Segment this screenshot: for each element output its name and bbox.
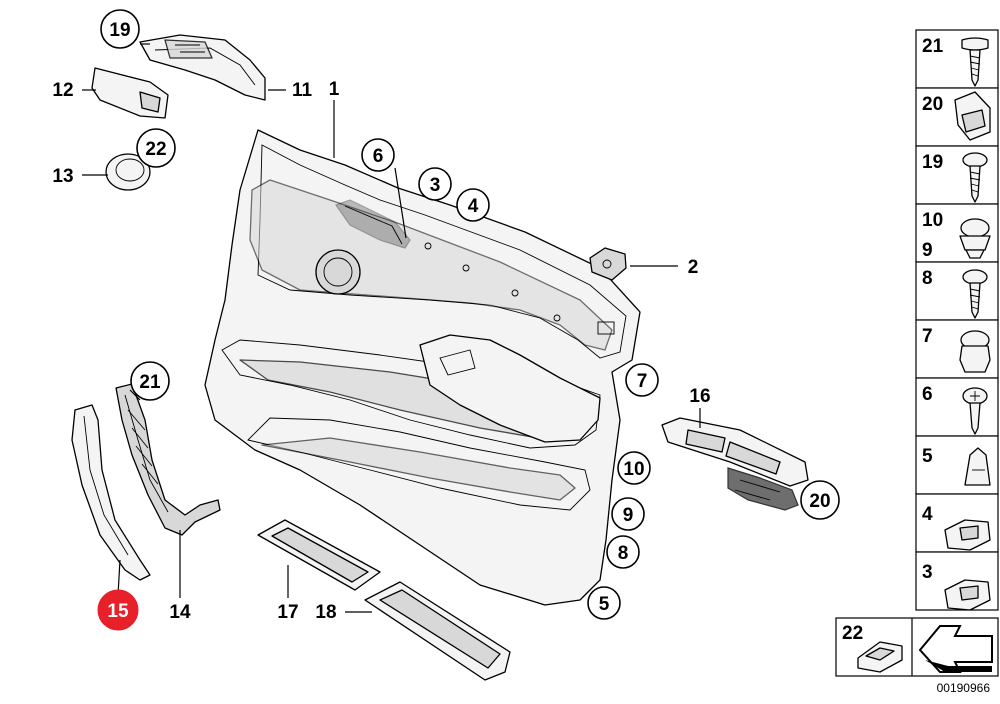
- svg-text:9: 9: [623, 505, 634, 526]
- bracket-clip-icon: [944, 579, 991, 611]
- svg-text:21: 21: [922, 36, 944, 57]
- svg-text:10: 10: [623, 459, 644, 480]
- window-switch-part-16[interactable]: [661, 417, 809, 511]
- svg-text:15: 15: [107, 601, 129, 622]
- direction-arrow-icon: [918, 625, 993, 673]
- callout-15-highlighted: 15: [97, 589, 139, 631]
- svg-text:21: 21: [139, 372, 161, 393]
- callout-13: 13: [52, 166, 73, 187]
- callout-4: 4: [456, 188, 490, 222]
- bracket-clip-icon: [944, 519, 991, 551]
- svg-text:19: 19: [922, 152, 943, 173]
- svg-text:6: 6: [373, 146, 384, 167]
- expanding-rivet-icon: [959, 218, 991, 259]
- callout-7: 7: [625, 363, 659, 397]
- callout-22: 22: [136, 128, 176, 168]
- callout-3: 3: [418, 167, 452, 201]
- callout-14: 14: [169, 602, 191, 623]
- cap-icon: [857, 641, 903, 673]
- svg-text:19: 19: [109, 20, 130, 41]
- grab-handle-carrier-part-14[interactable]: [115, 383, 221, 536]
- push-clip-icon: [959, 330, 991, 373]
- svg-text:9: 9: [922, 240, 933, 261]
- callout-5: 5: [587, 586, 621, 620]
- svg-text:7: 7: [922, 326, 933, 347]
- svg-text:22: 22: [145, 139, 166, 160]
- document-id: 00190966: [937, 681, 991, 695]
- svg-text:18: 18: [315, 602, 336, 623]
- svg-text:3: 3: [430, 175, 441, 196]
- svg-text:12: 12: [52, 80, 73, 101]
- fastener-cell-8[interactable]: [915, 261, 999, 321]
- storage-mat-part-18[interactable]: [364, 581, 511, 681]
- svg-text:7: 7: [637, 371, 648, 392]
- callout-11: 11: [292, 80, 313, 101]
- callout-18: 18: [315, 602, 336, 623]
- svg-text:16: 16: [689, 386, 710, 407]
- retainer-clip-icon: [964, 447, 991, 486]
- door-trim-panel[interactable]: [204, 129, 641, 606]
- callout-9: 9: [611, 497, 645, 531]
- svg-text:13: 13: [52, 166, 73, 187]
- screw-icon: [962, 152, 988, 203]
- svg-text:4: 4: [922, 504, 933, 525]
- handle-bracket-part-11[interactable]: [139, 34, 266, 101]
- svg-text:2: 2: [688, 257, 699, 278]
- screw-icon: [961, 37, 989, 87]
- grab-handle-part-15[interactable]: [71, 404, 151, 581]
- callout-20: 20: [800, 480, 840, 520]
- cross-head-screw-icon: [962, 387, 988, 435]
- screw-icon: [962, 269, 988, 319]
- svg-text:10: 10: [922, 210, 943, 231]
- svg-text:20: 20: [922, 94, 943, 115]
- leader-lines: [82, 43, 701, 613]
- svg-text:11: 11: [292, 80, 313, 101]
- svg-text:17: 17: [277, 602, 298, 623]
- callout-8: 8: [606, 535, 640, 569]
- svg-text:5: 5: [599, 594, 610, 615]
- callout-1: 1: [329, 79, 340, 100]
- round-cap-part-13[interactable]: [105, 153, 151, 191]
- svg-text:8: 8: [922, 268, 933, 289]
- storage-mat-part-17[interactable]: [257, 519, 381, 591]
- svg-text:20: 20: [809, 491, 830, 512]
- clip-part-2[interactable]: [589, 247, 627, 281]
- callout-17: 17: [277, 602, 298, 623]
- callout-2: 2: [688, 257, 699, 278]
- callout-19: 19: [100, 9, 140, 49]
- svg-text:6: 6: [922, 384, 933, 405]
- callout-6: 6: [361, 138, 395, 172]
- svg-text:22: 22: [842, 623, 863, 644]
- handle-cover-part-12[interactable]: [91, 67, 169, 119]
- svg-text:1: 1: [329, 79, 340, 100]
- svg-text:14: 14: [169, 602, 191, 623]
- svg-text:3: 3: [922, 562, 933, 583]
- callout-16: 16: [689, 386, 710, 407]
- svg-text:8: 8: [618, 543, 629, 564]
- fastener-panel: 21 20 19 10 9 8 7 6 5 4 3: [915, 29, 999, 611]
- footer-cell: 22: [835, 617, 999, 677]
- clip-nut-icon: [954, 91, 991, 141]
- svg-text:5: 5: [922, 446, 933, 467]
- callout-12: 12: [52, 80, 73, 101]
- svg-text:4: 4: [468, 196, 479, 217]
- callout-10: 10: [617, 451, 651, 485]
- callout-21: 21: [130, 361, 170, 401]
